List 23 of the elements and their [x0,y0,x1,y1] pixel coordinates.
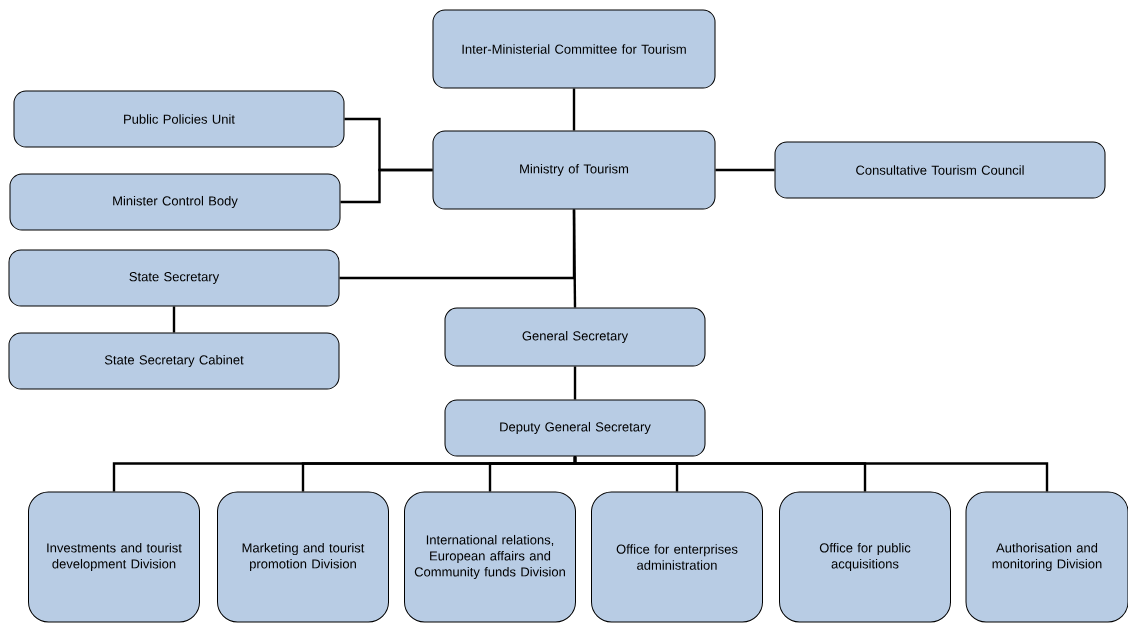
org-box: Marketing and tourist promotion Division [217,491,389,623]
org-box: Public Policies Unit [13,90,345,148]
connector-line [339,209,576,280]
connector-line [340,168,433,204]
org-box: Office for public acquisitions [779,491,951,623]
org-box: Deputy General Secretary [444,399,706,457]
org-box: Minister Control Body [9,173,341,231]
connector-line [573,456,1049,492]
org-box: International relations, European affairs and Community funds Division [404,491,576,623]
org-box: Ministry of Tourism [432,130,716,210]
connector-line [172,306,176,333]
org-box: State Secretary Cabinet [8,332,340,390]
org-box: State Secretary [8,249,340,307]
org-box: Authorisation and monitoring Division [965,491,1128,623]
connector-line [573,366,577,400]
org-box: Consultative Tourism Council [774,141,1106,199]
connector-line [572,88,576,131]
org-box: Inter-Ministerial Committee for Tourism [432,9,716,89]
connector-line [715,168,775,172]
org-box: Investments and tourist development Division [28,491,200,623]
connector-line [572,209,577,308]
org-box: General Secretary [444,307,706,367]
org-box: Office for enterprises administration [591,491,763,623]
